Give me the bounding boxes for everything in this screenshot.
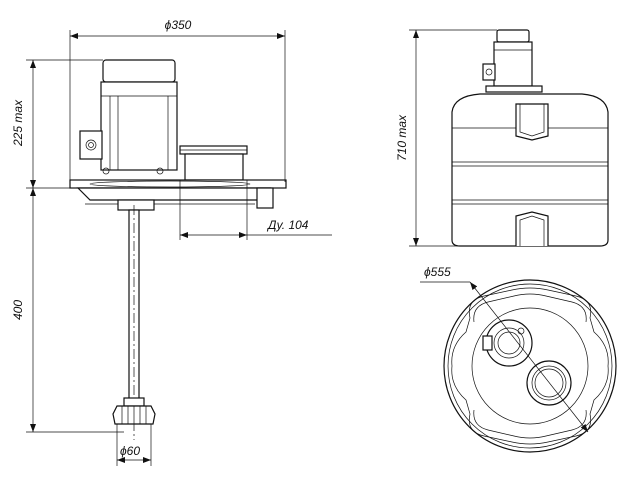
- mixer-width-label: ϕ350: [165, 18, 192, 32]
- mixer-side-view: ϕ350 225 max 400 Ду. 104 ϕ60: [11, 18, 332, 466]
- motor: [79, 59, 178, 175]
- tank-side-view: 710 max: [395, 29, 609, 247]
- impeller: [112, 397, 156, 425]
- dimension-mixer-width: ϕ350: [69, 18, 286, 182]
- dimension-impeller: ϕ60: [116, 424, 152, 466]
- nozzle: [179, 145, 248, 181]
- motor-height-label: 225 max: [11, 99, 25, 147]
- tank-height-label: 710 max: [395, 114, 409, 161]
- dimension-shaft-length: 400: [11, 188, 124, 433]
- tank-top-view: ϕ555: [420, 265, 617, 453]
- lid-flange: [69, 179, 287, 211]
- nozzle-ring: [526, 360, 572, 406]
- shaft-length-label: 400: [11, 300, 25, 320]
- impeller-diameter-label: ϕ60: [120, 444, 140, 458]
- nozzle-size-label: Ду. 104: [266, 218, 309, 232]
- dimension-nozzle: Ду. 104: [179, 180, 332, 240]
- tank-diameter-label: ϕ555: [424, 265, 451, 279]
- dimension-motor-height: 225 max: [11, 59, 103, 189]
